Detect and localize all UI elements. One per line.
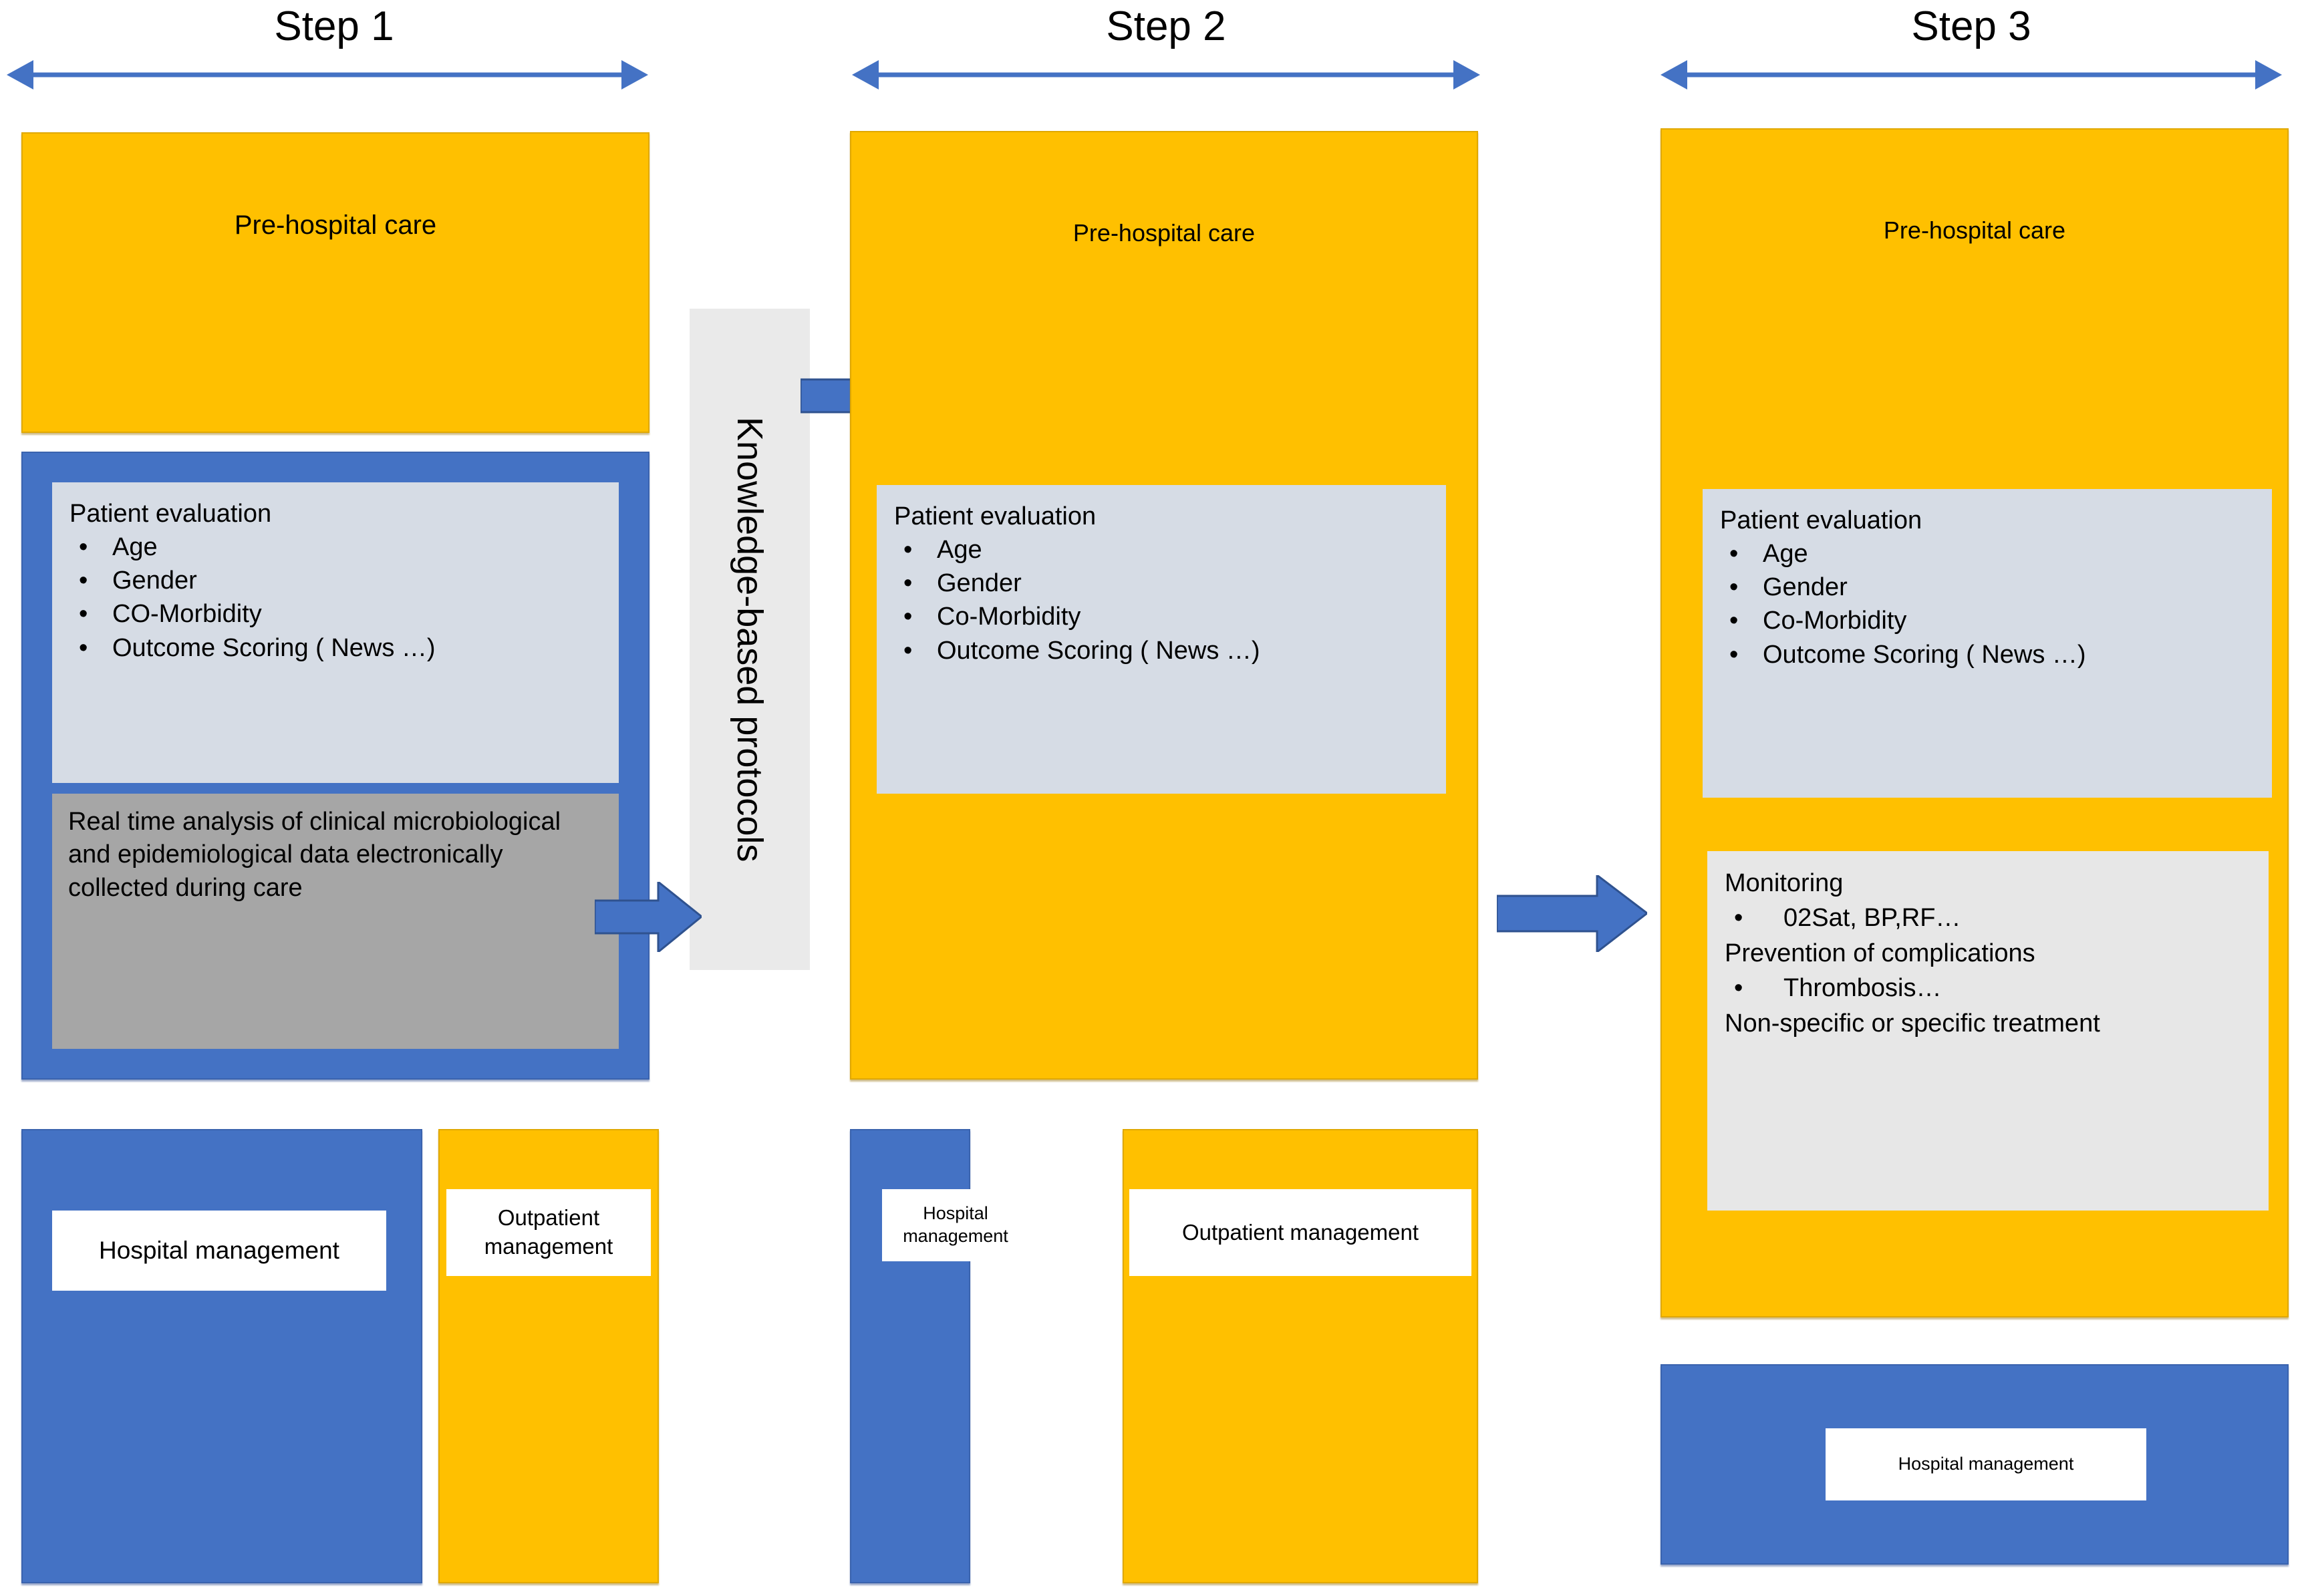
step2-patient-evaluation-list: Age Gender Co-Morbidity Outcome Scoring … <box>894 533 1429 667</box>
step3-monitoring-bullet-2: Thrombosis… <box>1725 971 2251 1006</box>
step2-outpatient-management-label: Outpatient management <box>1181 1219 1419 1245</box>
step2-prehospital-care-label: Pre-hospital care <box>1072 219 1256 247</box>
step3-patient-evaluation-list: Age Gender Co-Morbidity Outcome Scoring … <box>1720 537 2255 671</box>
step1-outpatient-management-label: Outpatient management <box>484 1205 613 1259</box>
step3-hospital-management-box <box>1661 1364 2289 1565</box>
list-item: Age <box>903 533 1429 567</box>
step2-hospital-management-label: Hospital management <box>903 1203 1008 1246</box>
step3-monitoring-heading-1: Monitoring <box>1725 869 1844 897</box>
step2-patient-evaluation-title: Patient evaluation <box>894 502 1097 530</box>
list-item: Outcome Scoring ( News …) <box>79 631 601 665</box>
step-3-title: Step 3 <box>1911 3 2031 49</box>
step1-prehospital-care-label: Pre-hospital care <box>234 210 437 240</box>
step3-hospital-management-label: Hospital management <box>1898 1454 2074 1474</box>
step1-hospital-management-box <box>21 1129 422 1583</box>
step3-patient-evaluation-title: Patient evaluation <box>1720 506 1922 534</box>
step3-prehospital-care-label: Pre-hospital care <box>1883 216 2066 244</box>
step3-monitoring-panel: Monitoring 02Sat, BP,RF… Prevention of c… <box>1707 851 2269 1211</box>
step2-outpatient-management-label-box: Outpatient management <box>1129 1189 1471 1276</box>
step1-prehospital-care-box: Pre-hospital care <box>21 132 650 433</box>
list-item: Co-Morbidity <box>903 600 1429 633</box>
step-1-range-arrow <box>7 55 648 95</box>
list-item: Age <box>1729 537 2255 571</box>
list-item: Age <box>79 530 601 564</box>
step-3-range-arrow <box>1661 55 2282 95</box>
step1-patient-evaluation-title: Patient evaluation <box>69 500 272 528</box>
step3-monitoring-heading-3: Non-specific or specific treatment <box>1725 1009 2100 1038</box>
arrow-step2-to-step3-icon <box>1497 875 1647 952</box>
step1-patient-evaluation-panel: Patient evaluation Age Gender CO-Morbidi… <box>52 482 619 783</box>
knowledge-based-protocols-band: Knowledge-based protocols <box>690 309 810 970</box>
list-item: Gender <box>1729 571 2255 604</box>
step2-patient-evaluation-panel: Patient evaluation Age Gender Co-Morbidi… <box>877 485 1446 794</box>
list-item: Outcome Scoring ( News …) <box>1729 638 2255 671</box>
step-2-title: Step 2 <box>1106 3 1226 49</box>
list-item: Co-Morbidity <box>1729 604 2255 637</box>
step1-realtime-analysis-text: Real time analysis of clinical microbiol… <box>68 808 561 902</box>
arrow-step1-to-protocols-icon <box>595 882 702 952</box>
step-1-title: Step 1 <box>274 3 394 49</box>
list-item: CO-Morbidity <box>79 597 601 631</box>
list-item: Gender <box>79 564 601 597</box>
step3-monitoring-bullet-1: 02Sat, BP,RF… <box>1725 901 2251 936</box>
list-item: Outcome Scoring ( News …) <box>903 634 1429 667</box>
step3-patient-evaluation-panel: Patient evaluation Age Gender Co-Morbidi… <box>1703 489 2272 798</box>
step1-hospital-management-label: Hospital management <box>99 1236 339 1264</box>
step2-hospital-management-label-box: Hospital management <box>882 1189 1029 1261</box>
step3-monitoring-heading-2: Prevention of complications <box>1725 939 2035 967</box>
step1-hospital-management-label-box: Hospital management <box>52 1211 386 1291</box>
step-2-range-arrow <box>852 55 1480 95</box>
list-item: Gender <box>903 567 1429 600</box>
step1-realtime-analysis-panel: Real time analysis of clinical microbiol… <box>52 794 619 1049</box>
step3-hospital-management-label-box: Hospital management <box>1826 1428 2146 1500</box>
step1-patient-evaluation-list: Age Gender CO-Morbidity Outcome Scoring … <box>69 530 601 665</box>
knowledge-based-protocols-label: Knowledge-based protocols <box>730 416 770 862</box>
step1-outpatient-management-label-box: Outpatient management <box>446 1189 651 1276</box>
